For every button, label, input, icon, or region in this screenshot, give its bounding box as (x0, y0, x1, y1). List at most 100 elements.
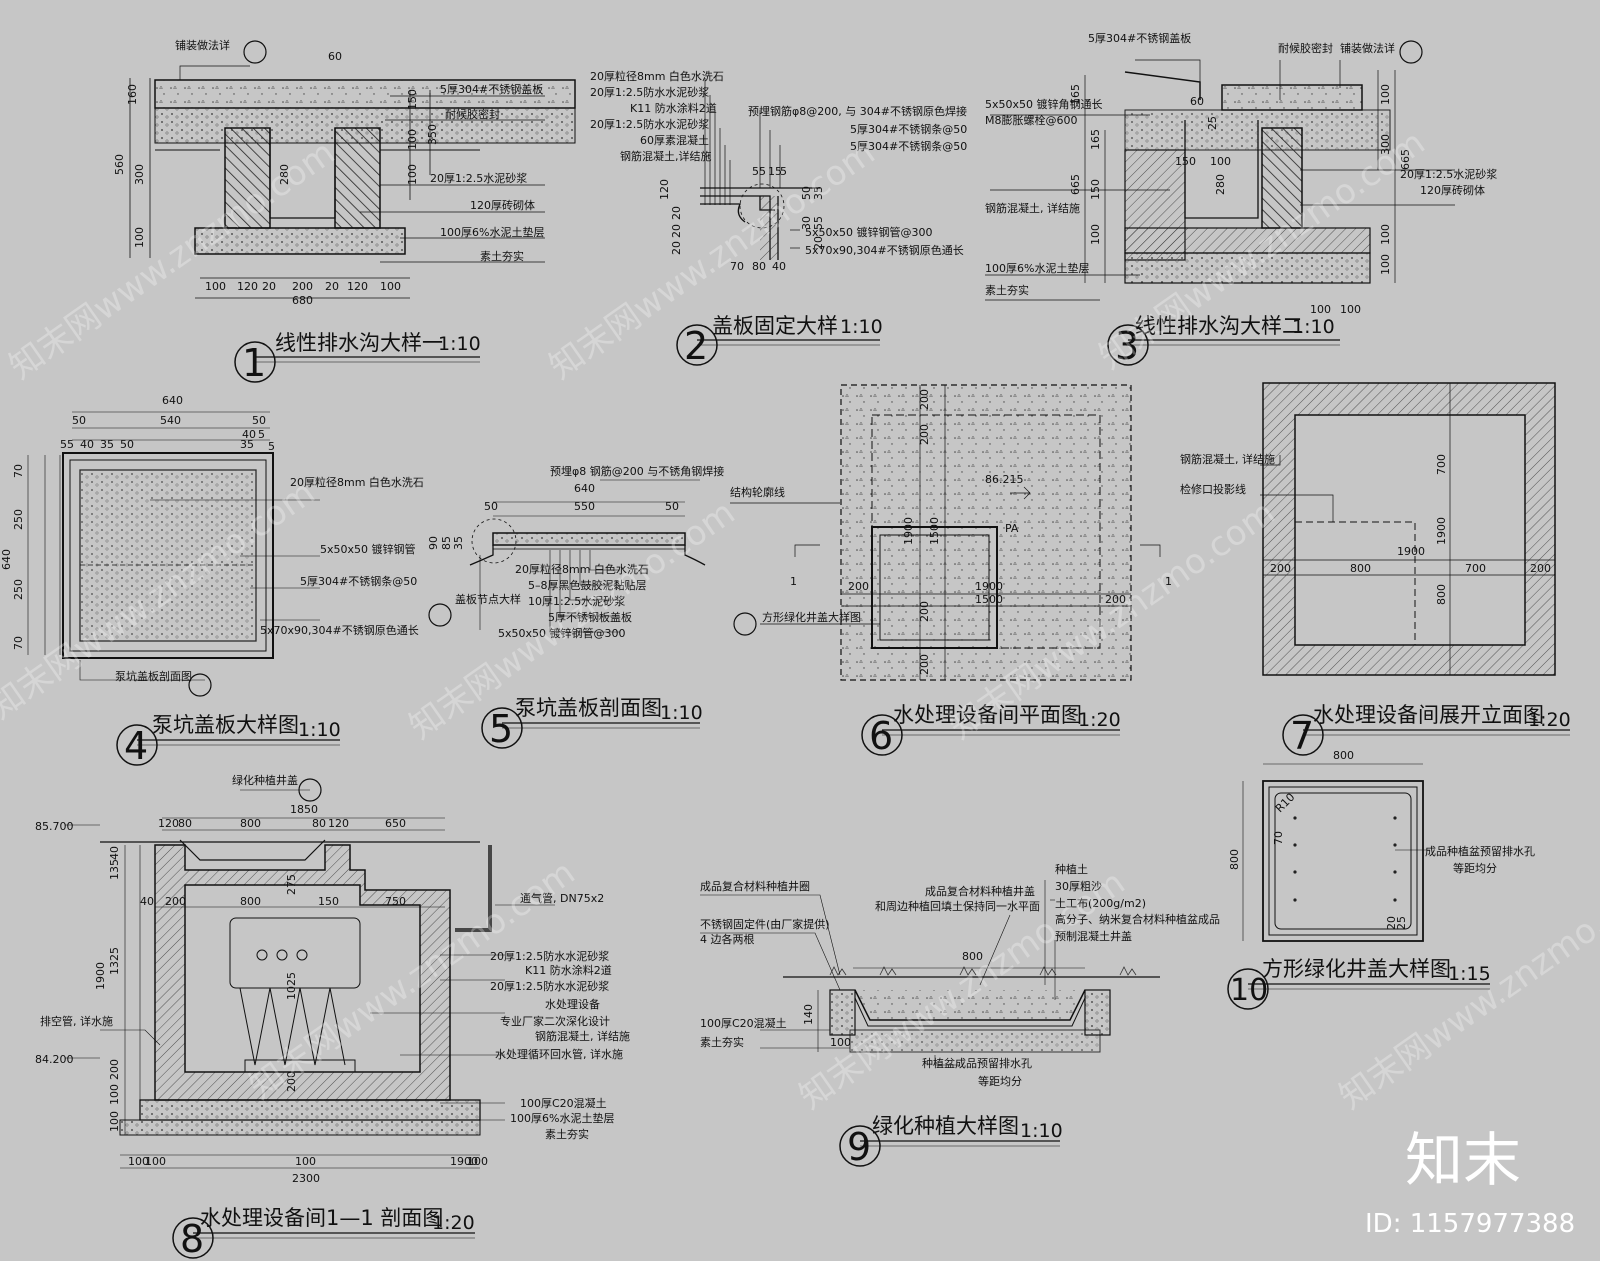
dim: 800 (962, 950, 983, 963)
dim: 165 (1069, 84, 1082, 105)
dim: 40 (772, 260, 786, 273)
detail-1-leaders (179, 65, 545, 263)
dim: 80 (752, 260, 766, 273)
note: 5x50x50 镀锌钢管@300 (498, 626, 626, 640)
note: 素土夯实 (480, 249, 524, 263)
dim: 200 (918, 389, 931, 410)
dim: 100 (145, 1155, 166, 1168)
dim: 200 (918, 601, 931, 622)
note: 5厚不锈钢板盖板 (548, 610, 632, 624)
dim: 2300 (292, 1172, 320, 1185)
dim: 200 (292, 280, 313, 293)
detail-title: 盖板固定大样 (712, 314, 838, 338)
note: 20厚粒径8mm 白色水洗石 (590, 69, 724, 83)
detail-number: 3 (1115, 324, 1139, 368)
dim: 55 (752, 165, 766, 178)
dim: 700 (1435, 454, 1448, 475)
dim: 1900 (1397, 545, 1425, 558)
dim: 280 (1214, 174, 1227, 195)
note: 铺装做法详 (1340, 41, 1395, 55)
dim: 1900 (94, 962, 107, 990)
dim: 40 (242, 428, 256, 441)
dim: 20 (325, 280, 339, 293)
note: 钢筋混凝土, 详结施 (1180, 452, 1275, 466)
dim: 100 (128, 1155, 149, 1168)
dim: 100 (1379, 84, 1392, 105)
note: 通气管, DN75x2 (520, 891, 604, 905)
note: 铺装做法详 (175, 38, 230, 52)
detail-title: 线性排水沟大样一 (275, 331, 443, 355)
dim: 800 (240, 895, 261, 908)
dim: 640 (574, 482, 595, 495)
dim: 640 (0, 549, 13, 570)
dim: 200 (285, 1071, 298, 1092)
dim: 1025 (285, 972, 298, 1000)
note: 种植盆成品预留排水孔 (922, 1056, 1032, 1070)
dim: 70 (12, 636, 25, 650)
brick-wall-right (334, 127, 381, 229)
image-id-label: ID: 1157977388 (1365, 1209, 1575, 1239)
detail-number: 2 (684, 324, 708, 368)
dim: 200 (848, 580, 869, 593)
dim: 35 (452, 536, 465, 550)
note: 20厚1:2.5水泥砂浆 (430, 171, 527, 185)
detail-title: 水处理设备间展开立面图 (1313, 703, 1544, 727)
dim: 200 (918, 424, 931, 445)
note: 100厚6%水泥土垫层 (440, 225, 544, 239)
note: 种植土 (1055, 862, 1088, 876)
dim: 50 (252, 414, 266, 427)
dim: 20 (1385, 916, 1398, 930)
detail-number: 5 (489, 707, 513, 751)
dim: 25 (1206, 116, 1219, 130)
note: 5厚304#不锈钢盖板 (440, 82, 543, 96)
note: 检修口投影线 (1180, 482, 1246, 496)
detail-title: 水处理设备间平面图 (893, 703, 1082, 727)
note: PA (1005, 522, 1019, 535)
note: 20厚1:2.5防水水泥砂浆 (490, 979, 609, 993)
dim: 100 (295, 1155, 316, 1168)
dim: 280 (278, 164, 291, 185)
dim: 540 (160, 414, 181, 427)
note: 等距均分 (978, 1074, 1022, 1088)
dim: 100 (133, 227, 146, 248)
dim: 50 (665, 500, 679, 513)
dim: 1500 (928, 517, 941, 545)
note: 专业厂家二次深化设计 (500, 1014, 610, 1028)
note: 20厚1:2.5防水水泥砂浆 (490, 949, 609, 963)
dim: 350 (426, 124, 439, 145)
dim: 550 (574, 500, 595, 513)
dim: 20 (262, 280, 276, 293)
note: 120厚砖砌体 (1420, 183, 1485, 197)
detail-number: 9 (847, 1125, 871, 1169)
detail-2-cover-fixing: 20厚粒径8mm 白色水洗石 20厚1:2.5防水水泥砂浆 K11 防水涂料2道… (590, 69, 967, 368)
note: 不锈钢固定件(由厂家提供) (700, 917, 830, 931)
dim: 70 (12, 464, 25, 478)
detail-number: 7 (1290, 714, 1314, 758)
dim: 60 (1190, 95, 1204, 108)
paving-layer (154, 79, 576, 109)
note: 5x70x90,304#不锈钢原色通长 (805, 243, 964, 257)
dim: 135 (108, 859, 121, 880)
dim: 200 (165, 895, 186, 908)
note: 和周边种植回填土保持同一水平面 (875, 899, 1040, 913)
detail-3-linear-drain-2: 5厚304#不锈钢盖板 耐候胶密封 铺装做法详 5x50x50 镀锌角钢通长 M… (985, 31, 1497, 368)
dim: 80 (312, 817, 326, 830)
note: 水处理设备 (545, 997, 600, 1011)
dim: 120 (158, 817, 179, 830)
dim: 800 (1350, 562, 1371, 575)
dim: 650 (385, 817, 406, 830)
dim: 50 (72, 414, 86, 427)
dim: 800 (1435, 584, 1448, 605)
detail-scale: 1:15 (1448, 963, 1491, 985)
dim: 120 (347, 280, 368, 293)
detail-scale: 1:10 (1020, 1120, 1063, 1142)
dim: 70 (730, 260, 744, 273)
dim: 665 (1399, 149, 1412, 170)
note: 耐候胶密封 (1278, 41, 1333, 55)
dim: 25 (1395, 916, 1408, 930)
detail-number: 6 (869, 714, 893, 758)
note: 成品种植盆预留排水孔 (1425, 844, 1535, 858)
note: 预埋φ8 钢筋@200 与不锈角钢焊接 (550, 464, 724, 478)
dim: 100 (830, 1036, 851, 1049)
detail-number: 1 (242, 341, 266, 385)
